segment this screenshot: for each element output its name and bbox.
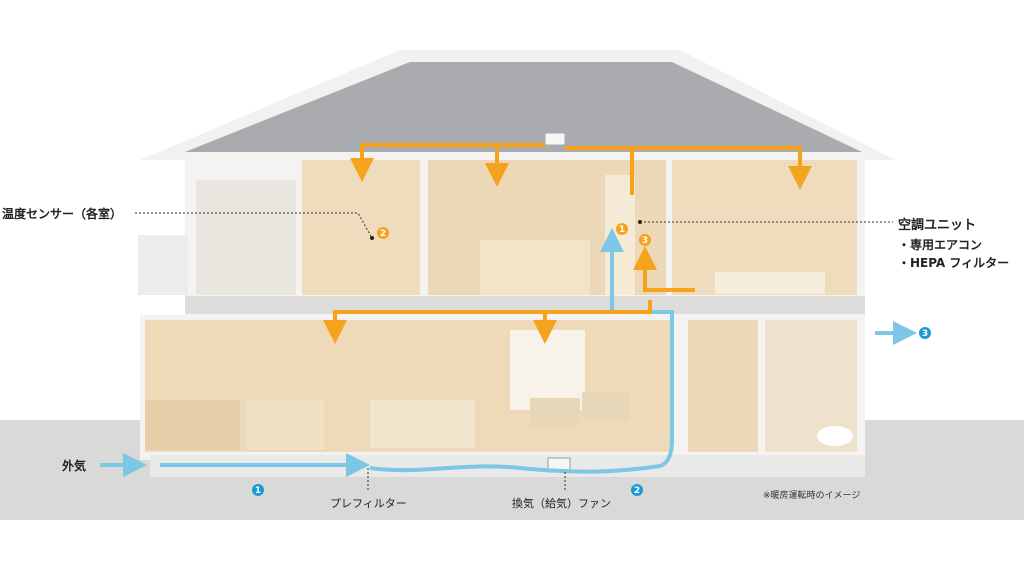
dining-table [370,400,475,448]
room-hall [688,320,758,452]
roof [185,62,862,152]
leader-lines [135,212,893,490]
unit-title: 空調ユニット [898,218,977,233]
kitchen-counter [145,400,240,450]
bed-2 [715,272,825,294]
warm-air-flow [323,143,812,344]
orange-marker-3-label: 3 [642,236,648,246]
floor-slab [185,296,865,314]
outside-air-label: 外気 [62,459,87,473]
sensor-dot [370,236,374,240]
fan-label: 換気（給気）ファン [512,497,611,510]
orange-marker-2-label: 2 [380,229,386,239]
sofa [582,392,630,422]
blue-marker-3-label: 3 [922,329,928,339]
room-bath-upper [196,180,296,295]
sensor-label: 温度センサー（各室） [2,207,123,221]
unit-item-hepa: ・HEPA フィルター [898,256,1010,270]
blue-marker-2 [631,484,643,496]
bed [480,240,590,295]
kitchen-island [246,400,324,450]
unit-dot [638,220,642,224]
toilet [817,426,853,446]
orange-marker-2 [377,227,389,239]
orange-marker-1-label: 1 [619,225,625,235]
blue-marker-1-label: 1 [255,486,261,496]
blue-marker-3 [919,327,931,339]
sofa-chair [530,398,580,426]
fresh-air-flow [100,228,917,477]
prefilter-label: プレフィルター [330,497,407,510]
unit-item-aircon: ・専用エアコン [898,238,983,252]
roof-vent [544,132,566,146]
heating-note: ※暖房運転時のイメージ [763,491,861,501]
blue-marker-2-label: 2 [634,486,640,496]
room-bedroom-1 [302,160,420,295]
orange-marker-3 [639,234,651,246]
orange-marker-1 [616,223,628,235]
blue-marker-1 [252,484,264,496]
balcony [138,235,188,295]
